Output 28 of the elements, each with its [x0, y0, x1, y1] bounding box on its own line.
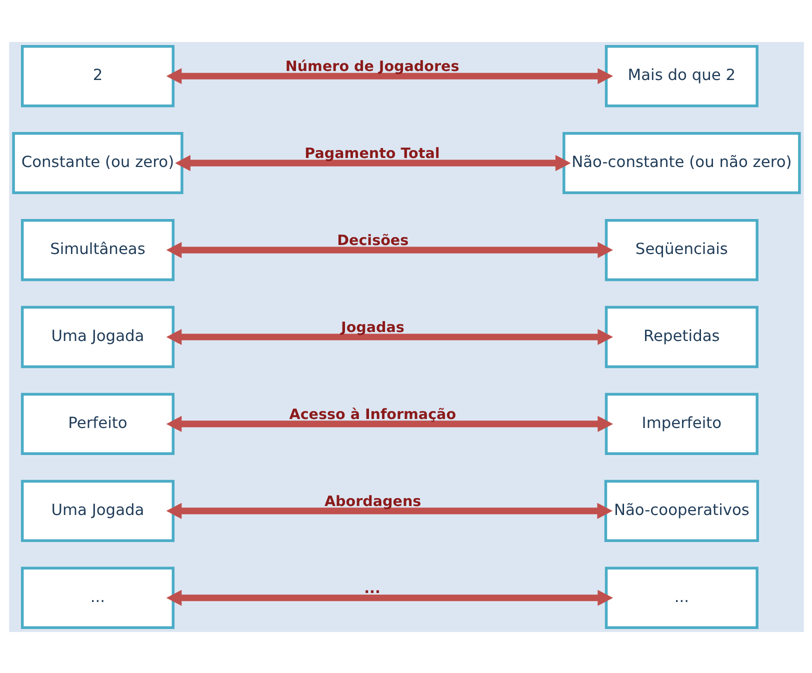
edge-label: Acesso à Informação	[288, 406, 456, 422]
node-box: Não-cooperativos	[604, 479, 759, 542]
node-box: Repetidas	[604, 305, 758, 368]
node-box: Seqüenciais	[604, 218, 758, 281]
edge-label: Número de Jogadores	[284, 58, 459, 75]
arrow	[166, 589, 613, 606]
node-box: Uma Jogada	[20, 305, 174, 368]
node-box: ...	[20, 566, 174, 628]
edge-label: Decisões	[336, 232, 408, 248]
edge-label: Jogadas	[340, 319, 404, 336]
edge-label: ...	[364, 580, 380, 596]
node-box: Constante (ou zero)	[12, 131, 183, 194]
node-box: Uma Jogada	[20, 479, 174, 542]
node-box: Simultâneas	[20, 218, 174, 281]
arrow	[166, 328, 613, 345]
node-box: Perfeito	[20, 392, 174, 455]
arrow	[166, 241, 613, 258]
arrow	[166, 502, 612, 518]
arrow	[166, 415, 613, 432]
edge-label: Abordagens	[324, 493, 421, 510]
node-box: Imperfeito	[604, 392, 758, 455]
node-box: Mais do que 2	[604, 44, 758, 107]
node-box: 2	[20, 44, 174, 107]
node-box: Não-constante (ou não zero)	[562, 131, 800, 194]
arrow	[174, 154, 570, 171]
edge-label: Pagamento Total	[304, 146, 440, 162]
arrow	[166, 68, 613, 84]
node-box: ...	[604, 566, 758, 628]
